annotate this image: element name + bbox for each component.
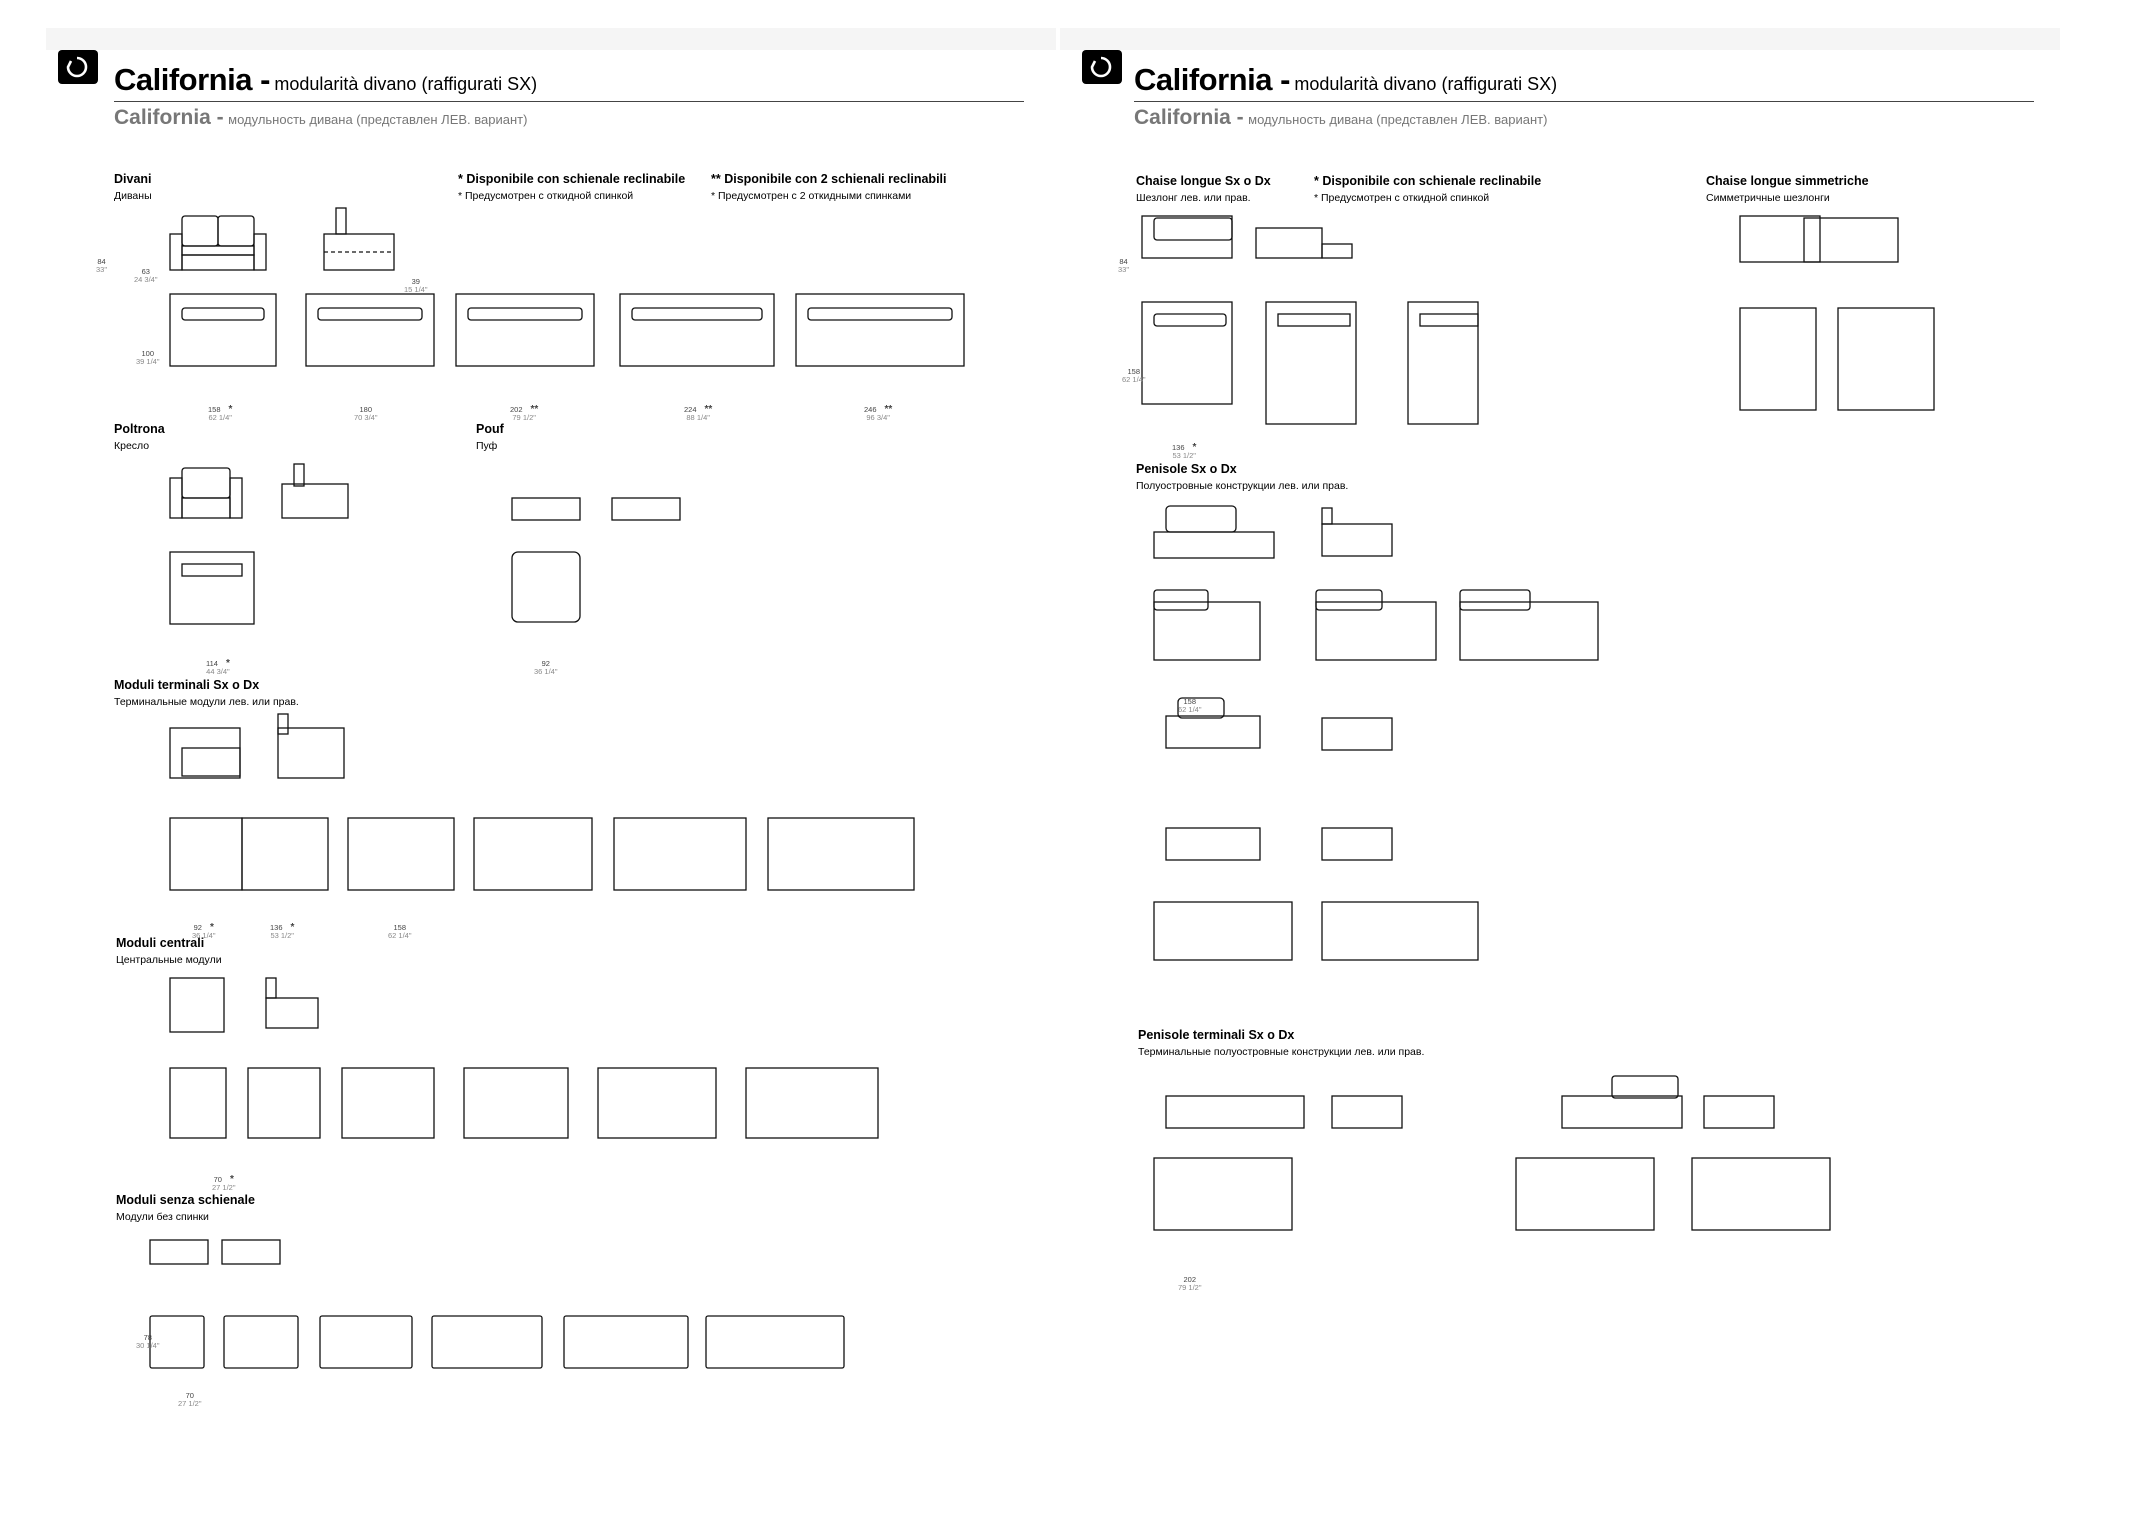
dim-cent-70: 70*27 1/2" [212,1174,236,1192]
chaise-drawings [1141,215,1935,425]
chaise-technical-drawings [1141,215,1935,1231]
page-top-band [1060,28,2060,50]
page-top-band [46,28,1056,50]
sofa-side-view [323,207,395,271]
sofa-technical-drawings [149,207,965,1369]
divani-plan-views [169,293,965,367]
pouf-drawings [511,497,681,623]
dim-width-202: 202**79 1/2" [510,404,539,422]
page-subtitle: California - модульность дивана (предста… [114,106,528,129]
page-title: California - modularità divano (raffigur… [1134,62,1558,97]
centrali-drawings [169,977,879,1139]
catalog-page-right: California - modularità divano (raffigur… [1060,28,2060,1498]
penisole-drawings [1153,505,1599,961]
dim-term-92: 92*36 1/4" [192,922,216,940]
dim-width-158: 158*62 1/4" [208,404,233,422]
brand-logo-icon [1082,50,1122,84]
sofa-front-view [169,215,267,271]
note-2-reclinabili: ** Disponibile con 2 schienali reclinabi… [711,172,947,202]
poltrona-drawings [169,463,349,625]
brand-logo-icon [58,50,98,84]
dim-term-136: 136*53 1/2" [270,922,295,940]
note-reclinabile: * Disponibile con schienale reclinabile*… [1314,174,1542,204]
page-title: California - modularità divano (raffigur… [114,62,538,97]
page-subtitle: California - модульность дивана (предста… [1134,106,1548,129]
dim-chaise-136: 136*53 1/2" [1172,442,1197,460]
dim-width-246: 246**96 3/4" [864,404,893,422]
senza-schienale-drawings [149,1239,845,1369]
terminali-drawings [169,713,915,891]
title-rule [114,101,1024,102]
dim-width-224: 224**88 1/4" [684,404,713,422]
catalog-page-left: California - modularità divano (raffigur… [46,28,1056,1498]
note-reclinabile: * Disponibile con schienale reclinabile*… [458,172,686,202]
dim-poltrona-114: 114*44 3/4" [206,658,230,676]
title-rule [1134,101,2034,102]
penisole-terminali-drawings [1153,1075,1831,1231]
